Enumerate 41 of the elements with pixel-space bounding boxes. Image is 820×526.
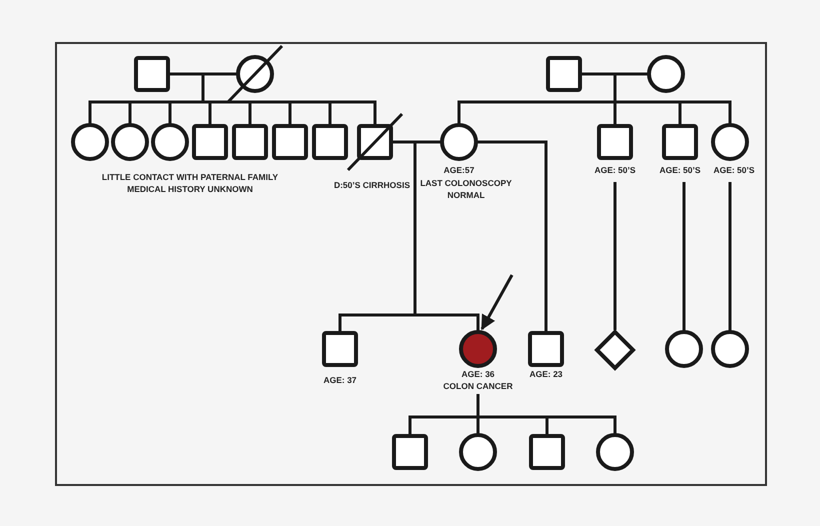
age-label: AGE: 36 bbox=[461, 368, 495, 380]
proband-arrow bbox=[480, 274, 514, 330]
female-symbol bbox=[109, 121, 151, 163]
female-symbol bbox=[69, 121, 111, 163]
male-symbol bbox=[659, 121, 701, 163]
age-label: AGE: 50’S bbox=[594, 164, 636, 176]
female-symbol bbox=[457, 431, 499, 473]
female-symbol bbox=[438, 121, 480, 163]
descent-line bbox=[477, 140, 548, 331]
female-symbol bbox=[709, 121, 751, 163]
deceased-male-symbol bbox=[345, 112, 405, 172]
female-symbol bbox=[709, 328, 751, 370]
female-symbol bbox=[594, 431, 636, 473]
age-label: AGE: 23 bbox=[529, 368, 563, 380]
male-symbol bbox=[309, 121, 351, 163]
male-symbol bbox=[229, 121, 271, 163]
female-symbol bbox=[663, 328, 705, 370]
male-symbol bbox=[543, 53, 585, 95]
note-text: LAST COLONOSCOPY NORMAL bbox=[420, 177, 512, 201]
age-label: AGE:57 bbox=[444, 164, 474, 176]
male-symbol bbox=[269, 121, 311, 163]
age-label: AGE: 37 bbox=[323, 374, 357, 386]
male-symbol bbox=[131, 53, 173, 95]
male-symbol bbox=[594, 121, 636, 163]
descent-line bbox=[614, 182, 616, 330]
age-label: AGE: 50’S bbox=[713, 164, 755, 176]
male-symbol bbox=[389, 431, 431, 473]
descent-line bbox=[682, 182, 686, 331]
male-symbol bbox=[525, 328, 567, 370]
affected-female-symbol bbox=[457, 328, 499, 370]
note-text: LITTLE CONTACT WITH PATERNAL FAMILY MEDICAL HISTORY UNKNOWN bbox=[100, 171, 280, 195]
male-symbol bbox=[319, 328, 361, 370]
male-symbol bbox=[189, 121, 231, 163]
female-symbol bbox=[645, 53, 687, 95]
cause-of-death-note: D:50’S CIRRHOSIS bbox=[334, 179, 410, 191]
descent-line bbox=[728, 182, 732, 331]
male-symbol bbox=[526, 431, 568, 473]
unknown-sex-symbol bbox=[594, 329, 636, 371]
diagnosis-label: COLON CANCER bbox=[443, 380, 513, 392]
female-symbol bbox=[149, 121, 191, 163]
age-label: AGE: 50’S bbox=[659, 164, 701, 176]
